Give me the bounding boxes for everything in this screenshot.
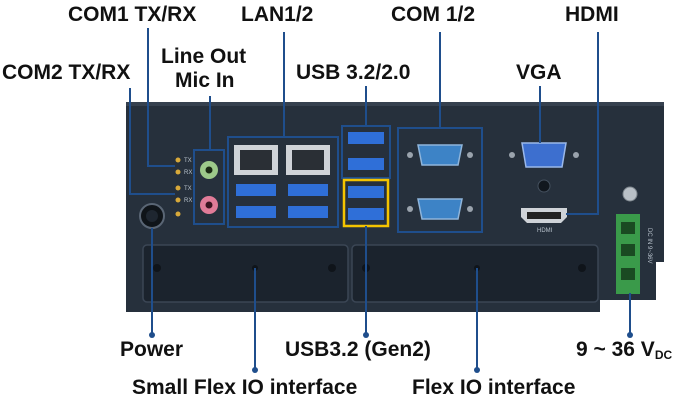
voltage-label: 9 ~ 36 VDC bbox=[576, 339, 672, 361]
small-flex-io-slot bbox=[142, 244, 349, 303]
usb32-gen2-label: USB3.2 (Gen2) bbox=[285, 338, 431, 361]
callout-dot bbox=[474, 367, 480, 373]
led-rx1-label: RX bbox=[184, 170, 192, 176]
flex-io-slot bbox=[351, 244, 599, 303]
com2-txrx-label: COM2 TX/RX bbox=[2, 61, 131, 84]
hdmi-port-label: HDMI bbox=[537, 228, 553, 234]
led-tx2-label: TX bbox=[184, 186, 192, 192]
terminal-screw bbox=[621, 268, 635, 280]
callout-dot bbox=[252, 367, 258, 373]
dc-in-label: DC IN 9~36V bbox=[646, 228, 652, 264]
usb-port bbox=[348, 158, 384, 170]
flex-io-label: Flex IO interface bbox=[412, 376, 576, 399]
voltage-main: 9 ~ 36 V bbox=[576, 338, 655, 361]
led-icon bbox=[175, 185, 181, 191]
hdmi-socket bbox=[527, 212, 561, 219]
com2-connector bbox=[407, 198, 473, 220]
power-label: Power bbox=[120, 338, 184, 361]
com1-txrx-label: COM1 TX/RX bbox=[68, 3, 197, 26]
line-out-jack-hole bbox=[205, 166, 213, 174]
screw-icon bbox=[578, 264, 586, 272]
led-icon bbox=[175, 157, 181, 163]
screw-icon bbox=[328, 264, 336, 272]
led-tx1-label: TX bbox=[184, 158, 192, 164]
hdmi-label: HDMI bbox=[565, 3, 619, 26]
usb-port bbox=[348, 208, 384, 220]
callout-dot bbox=[363, 332, 369, 338]
com12-label: COM 1/2 bbox=[391, 3, 476, 26]
lan2-socket bbox=[292, 150, 324, 170]
led-rx2-label: RX bbox=[184, 198, 192, 204]
led-icon bbox=[175, 169, 181, 175]
mic-in-label: Mic In bbox=[175, 69, 235, 92]
mic-in-jack-hole bbox=[205, 201, 213, 209]
callout-dot bbox=[149, 332, 155, 338]
callout-dot bbox=[627, 332, 633, 338]
voltage-sub: DC bbox=[654, 348, 673, 362]
terminal-screw bbox=[621, 222, 635, 234]
power-button-inner bbox=[146, 210, 158, 222]
chassis-top-highlight bbox=[126, 102, 664, 106]
terminal-screw bbox=[621, 244, 635, 256]
lan12-label: LAN1/2 bbox=[241, 3, 314, 26]
line-out-label: Line Out bbox=[161, 45, 247, 68]
usb-port bbox=[236, 206, 276, 218]
usb-port bbox=[348, 132, 384, 144]
usb-port bbox=[288, 206, 328, 218]
lan1-socket bbox=[240, 150, 272, 170]
vga-label: VGA bbox=[516, 61, 562, 84]
screw-icon bbox=[153, 264, 161, 272]
usb-port bbox=[288, 184, 328, 196]
usb-port bbox=[236, 184, 276, 196]
com1-connector bbox=[407, 144, 473, 166]
status-leds: TX RX TX RX bbox=[175, 157, 192, 217]
small-flex-io-label: Small Flex IO interface bbox=[132, 376, 358, 399]
usb-port bbox=[348, 186, 384, 198]
vga-connector bbox=[509, 142, 579, 168]
callout-lines bbox=[129, 28, 631, 370]
usb3220-label: USB 3.2/2.0 bbox=[296, 61, 411, 84]
led-icon bbox=[175, 197, 181, 203]
ground-screw bbox=[622, 186, 638, 202]
mounting-nut bbox=[537, 179, 551, 193]
led-icon bbox=[175, 211, 181, 217]
